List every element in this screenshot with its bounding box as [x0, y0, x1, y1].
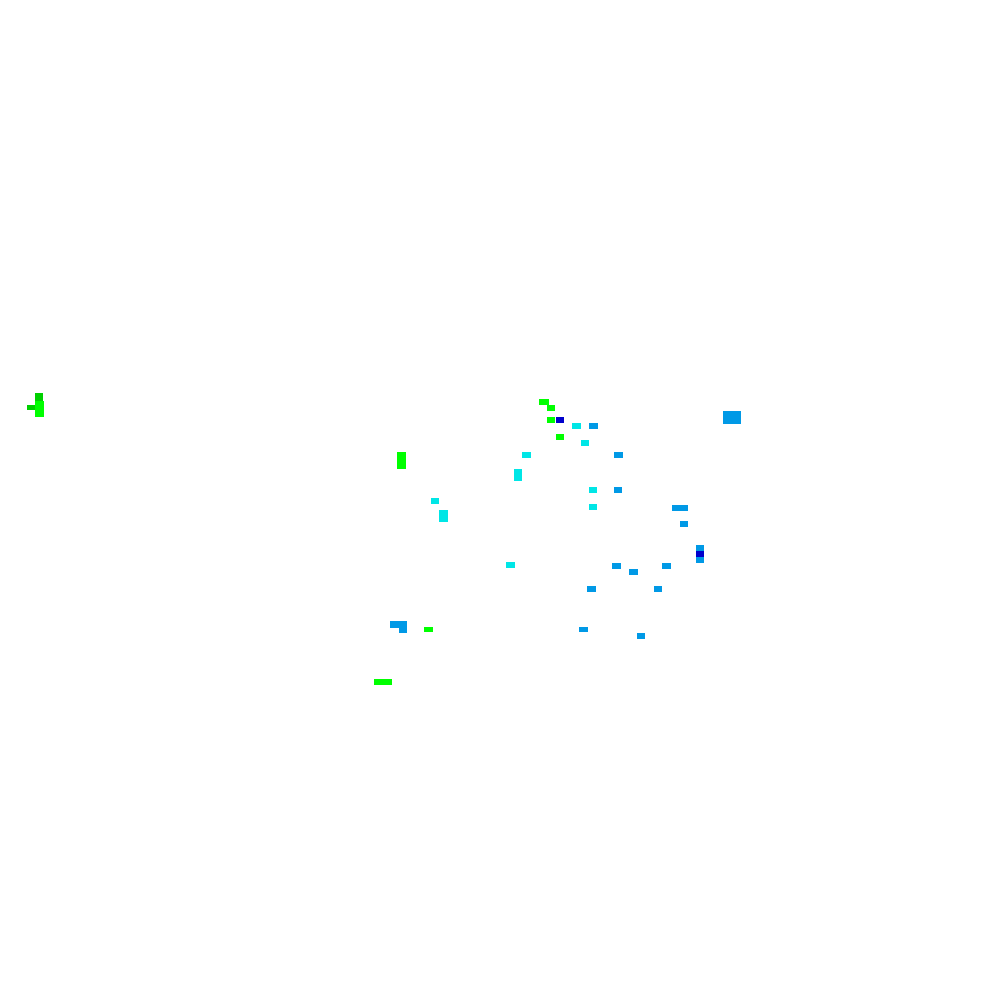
blue-point-marker	[614, 487, 622, 493]
blue-point-marker	[696, 545, 704, 551]
blue-point-marker	[629, 569, 638, 575]
green-point-marker	[424, 627, 433, 632]
cyan-point-marker	[522, 452, 531, 458]
blue-point-marker	[723, 411, 741, 424]
dark-blue-point-marker	[556, 417, 564, 423]
blue-point-marker	[680, 521, 688, 527]
blue-point-marker	[654, 586, 662, 592]
green-point-marker	[35, 393, 43, 401]
green-point-marker	[27, 405, 37, 410]
blue-point-marker	[589, 423, 598, 429]
blue-point-marker	[696, 557, 704, 563]
blue-point-marker	[399, 627, 407, 633]
cyan-point-marker	[431, 498, 439, 504]
blue-point-marker	[614, 452, 623, 458]
cyan-point-marker	[514, 469, 522, 481]
green-point-marker	[547, 417, 555, 423]
cyan-point-marker	[572, 423, 581, 429]
green-point-marker	[539, 399, 549, 405]
blue-point-marker	[587, 586, 596, 592]
green-point-marker	[547, 405, 555, 411]
blue-point-marker	[637, 633, 645, 639]
green-point-marker	[374, 679, 392, 685]
blue-point-marker	[672, 505, 688, 511]
cyan-point-marker	[506, 562, 515, 568]
green-point-marker	[35, 401, 44, 417]
green-point-marker	[397, 460, 406, 469]
cyan-point-marker	[581, 440, 589, 446]
cyan-point-marker	[589, 504, 597, 510]
green-point-marker	[397, 452, 406, 460]
dark-blue-point-marker	[696, 551, 704, 558]
blue-point-marker	[390, 621, 407, 628]
cyan-point-marker	[439, 510, 448, 522]
cyan-point-marker	[589, 487, 597, 493]
blue-point-marker	[579, 627, 588, 632]
blue-point-marker	[612, 563, 621, 569]
blue-point-marker	[662, 563, 671, 569]
green-point-marker	[556, 434, 564, 440]
